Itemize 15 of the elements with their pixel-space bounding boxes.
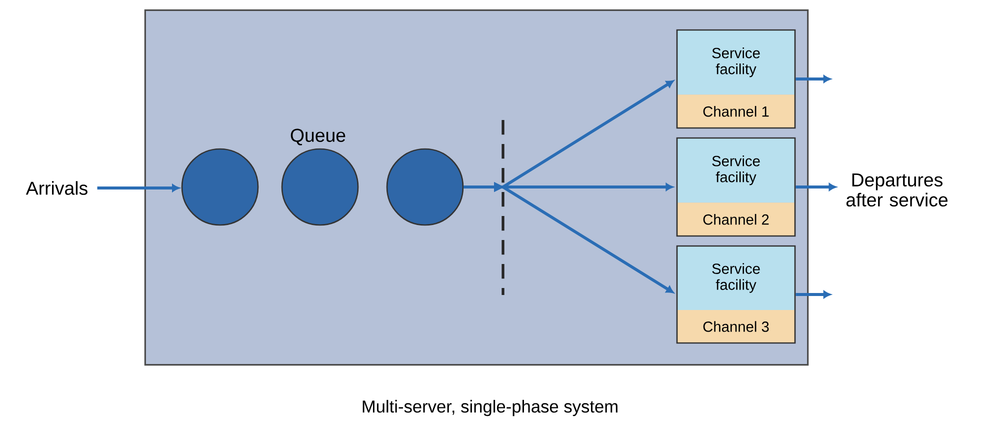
arrow	[97, 184, 180, 192]
queue-label: Queue	[290, 128, 346, 146]
queue-circle	[181, 148, 259, 226]
label-text: Departures after service	[846, 174, 948, 207]
queue-circle	[281, 148, 359, 226]
arrow	[796, 290, 831, 298]
label-text: Arrivals	[26, 181, 88, 195]
queue-circle	[386, 148, 464, 226]
service-facility-box: Service facility Channel 3	[676, 245, 796, 344]
service-facility-box: Service facility Channel 1	[676, 29, 796, 129]
arrow	[464, 182, 674, 294]
caption: Multi-server, single-phase system	[362, 400, 618, 416]
arrow	[796, 75, 831, 83]
service-facility-box: Service facility Channel 2	[676, 137, 796, 237]
arrow	[796, 183, 836, 191]
